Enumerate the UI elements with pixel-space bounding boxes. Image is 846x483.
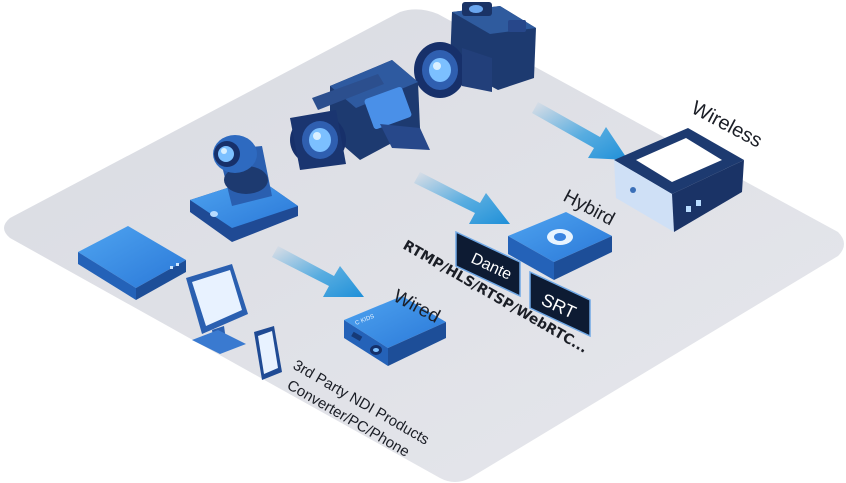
dslr-camera-icon bbox=[414, 2, 536, 98]
phone-icon bbox=[254, 326, 282, 380]
arrow-cameras-to-wireless bbox=[532, 102, 628, 160]
ptz-camera-icon bbox=[190, 135, 298, 242]
monitor-icon bbox=[186, 264, 248, 354]
wireless-encoder-icon bbox=[614, 128, 744, 232]
arrow-camcorder-to-hybrid bbox=[414, 172, 510, 224]
wired-encoder-icon: C KIDS bbox=[344, 296, 446, 366]
hybrid-encoder-icon bbox=[508, 212, 612, 280]
srt-badge: SRT bbox=[529, 270, 591, 338]
arrow-to-wired bbox=[272, 246, 364, 297]
converter-box-icon bbox=[78, 226, 186, 300]
platform bbox=[4, 9, 844, 483]
camcorder-icon bbox=[290, 60, 430, 170]
